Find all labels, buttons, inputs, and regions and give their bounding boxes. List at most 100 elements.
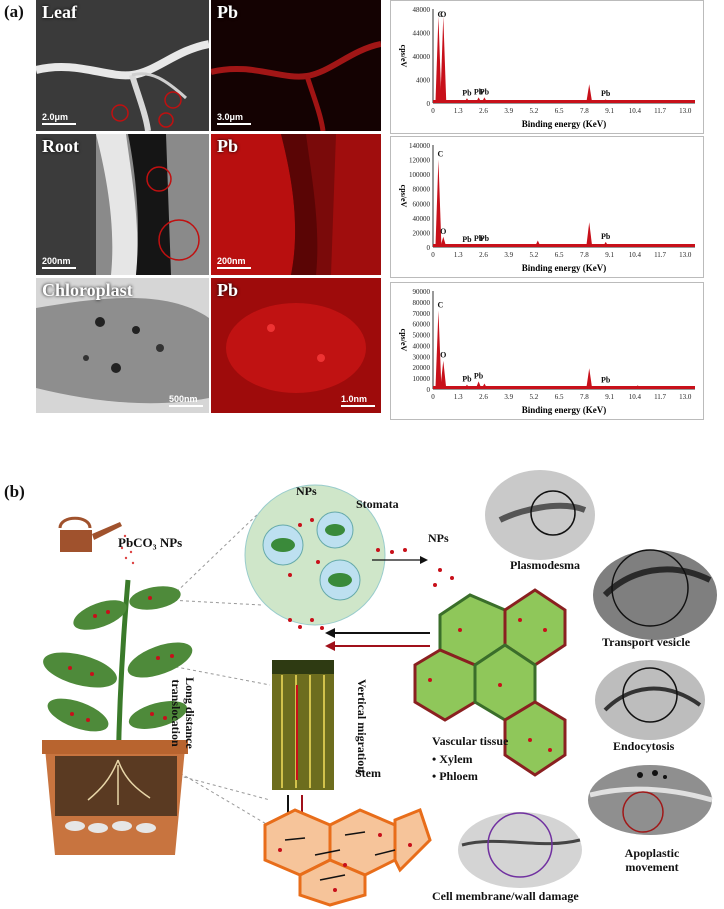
y-tick-label: 0 bbox=[427, 386, 431, 394]
chloroplast-label: Chloroplast bbox=[42, 280, 133, 300]
x-axis-label: Binding energy (KeV) bbox=[522, 263, 607, 273]
root-label: Root bbox=[42, 136, 79, 156]
x-tick-label: 2.6 bbox=[479, 251, 488, 259]
x-tick-label: 1.3 bbox=[454, 393, 463, 401]
tem-inset-endocytosis bbox=[595, 660, 705, 740]
chloroplast-pb-map: Pb 1.0nm bbox=[211, 278, 381, 413]
spectrum-peak bbox=[481, 244, 488, 247]
spectrum-peak bbox=[435, 16, 442, 103]
x-tick-label: 10.4 bbox=[629, 107, 642, 115]
peak-label: C bbox=[438, 10, 444, 19]
y-tick-label: 80000 bbox=[413, 186, 431, 194]
watering-can-icon bbox=[58, 516, 135, 565]
tem-inset-plasmodesma bbox=[485, 470, 595, 560]
long-distance-label: Long distance translocation bbox=[169, 677, 197, 749]
leaf-pb-label: Pb bbox=[217, 2, 239, 22]
y-tick-label: 120000 bbox=[409, 157, 431, 165]
plasmodesma-label: Plasmodesma bbox=[510, 558, 580, 572]
peak-label: O bbox=[440, 227, 446, 236]
x-tick-label: 13.0 bbox=[679, 251, 692, 259]
x-tick-label: 3.9 bbox=[504, 107, 513, 115]
x-tick-label: 3.9 bbox=[504, 393, 513, 401]
x-tick-label: 5.2 bbox=[530, 393, 539, 401]
y-tick-label: 40000 bbox=[413, 53, 431, 61]
leaf-label: Leaf bbox=[42, 2, 77, 22]
x-tick-label: 13.0 bbox=[679, 393, 692, 401]
root-tem-image: Root 200nm bbox=[36, 134, 209, 275]
y-tick-label: 40000 bbox=[413, 215, 431, 223]
spectrum-baseline bbox=[433, 100, 695, 103]
root-pb-scale: 200nm bbox=[217, 256, 251, 269]
tem-inset-apoplastic bbox=[588, 765, 713, 835]
spectrum-peak bbox=[634, 385, 641, 389]
chloroplast-scale-bar: 500nm bbox=[169, 394, 203, 407]
peak-label: Pb bbox=[462, 375, 472, 384]
x-tick-label: 5.2 bbox=[530, 107, 539, 115]
peak-label: Pb bbox=[474, 371, 484, 380]
x-tick-label: 7.8 bbox=[580, 107, 589, 115]
x-tick-label: 1.3 bbox=[454, 251, 463, 259]
peak-label: Pb bbox=[601, 232, 611, 241]
nps-right-label: NPs bbox=[428, 531, 449, 545]
chloroplast-pb-drawing bbox=[211, 278, 381, 413]
x-tick-label: 5.2 bbox=[530, 251, 539, 259]
x-tick-label: 2.6 bbox=[479, 107, 488, 115]
nps-dots-right bbox=[376, 548, 454, 587]
root-tem-drawing bbox=[36, 134, 209, 275]
apoplastic-label: Apoplastic movement bbox=[624, 846, 680, 874]
y-tick-label: 4000 bbox=[416, 77, 431, 85]
transport-vesicle-label: Transport vesicle bbox=[602, 635, 691, 649]
x-axis-label: Binding energy (KeV) bbox=[522, 405, 607, 415]
y-tick-label: 20000 bbox=[413, 229, 431, 237]
spectrum-peak bbox=[463, 244, 470, 247]
x-tick-label: 6.5 bbox=[555, 107, 564, 115]
y-axis-label: cps/eV bbox=[399, 185, 408, 208]
endocytosis-label: Endocytosis bbox=[613, 739, 675, 753]
panel-b-illustration bbox=[42, 470, 717, 907]
leaf-tem-image: Leaf 2.0μm bbox=[36, 0, 209, 131]
spectrum-peak bbox=[475, 97, 482, 103]
xylem-label: • Xylem bbox=[432, 752, 473, 766]
y-axis-label: cps/eV bbox=[399, 45, 408, 68]
spectrum-peak bbox=[586, 368, 593, 389]
y-tick-label: 20000 bbox=[413, 364, 431, 372]
peak-label: O bbox=[440, 10, 446, 19]
y-tick-label: 48000 bbox=[413, 6, 431, 14]
x-tick-label: 6.5 bbox=[555, 251, 564, 259]
x-tick-label: 9.1 bbox=[605, 107, 614, 115]
y-tick-label: 60000 bbox=[413, 200, 431, 208]
x-tick-label: 11.7 bbox=[654, 107, 666, 115]
y-tick-label: 140000 bbox=[409, 142, 431, 150]
pbco3-nps-label: PbCO₃ NPs bbox=[118, 535, 183, 550]
vascular-cell-cluster bbox=[413, 588, 567, 777]
y-tick-label: 0 bbox=[427, 100, 431, 108]
x-tick-label: 11.7 bbox=[654, 393, 666, 401]
spectrum-baseline bbox=[433, 386, 695, 389]
spectrum-peak bbox=[674, 386, 681, 389]
eds-root-svg: 0200004000060000800001000001200001400000… bbox=[399, 142, 695, 273]
x-tick-label: 0 bbox=[431, 251, 435, 259]
root-scale-bar: 200nm bbox=[42, 256, 76, 269]
nps-top-label: NPs bbox=[296, 484, 317, 498]
spectrum-peak bbox=[435, 159, 442, 247]
chloroplast-pb-label: Pb bbox=[217, 280, 239, 300]
phloem-label: • Phloem bbox=[432, 769, 478, 783]
x-tick-label: 9.1 bbox=[605, 251, 614, 259]
x-tick-label: 10.4 bbox=[629, 251, 642, 259]
root-cell-cluster bbox=[263, 808, 432, 907]
x-tick-label: 11.7 bbox=[654, 251, 666, 259]
spectrum-peak bbox=[586, 222, 593, 247]
spectrum-peak bbox=[463, 384, 470, 389]
x-tick-label: 10.4 bbox=[629, 393, 642, 401]
peak-label: C bbox=[438, 150, 444, 159]
peak-label: Pb bbox=[480, 87, 490, 96]
x-tick-label: 1.3 bbox=[454, 107, 463, 115]
stomata-label: Stomata bbox=[356, 497, 399, 511]
stem-label: Stem bbox=[355, 766, 381, 780]
y-tick-label: 60000 bbox=[413, 321, 431, 329]
chloroplast-pb-scale: 1.0nm bbox=[341, 394, 375, 407]
y-tick-label: 80000 bbox=[413, 299, 431, 307]
spectrum-peak bbox=[481, 383, 488, 389]
